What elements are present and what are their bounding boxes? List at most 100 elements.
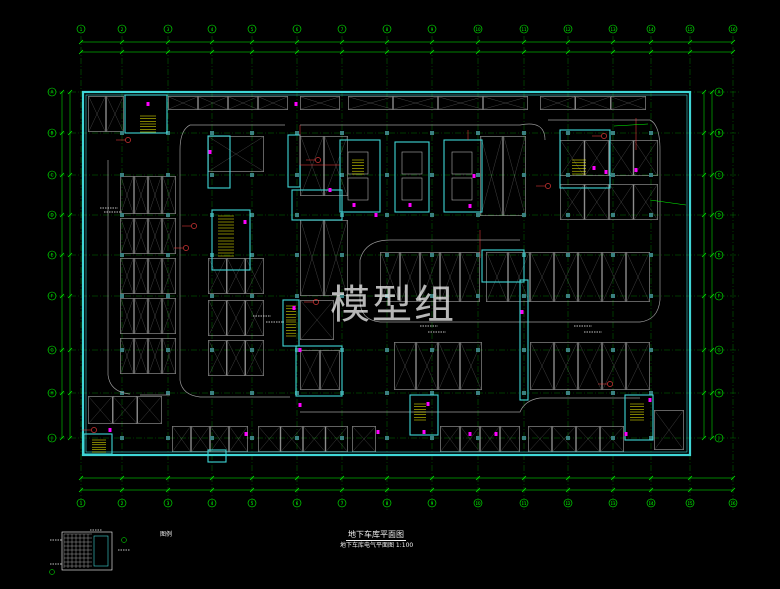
parking-bank	[300, 350, 340, 390]
parking-stall-hatch	[480, 136, 503, 216]
parking-stall-hatch	[120, 218, 134, 254]
dim-tick	[384, 475, 390, 481]
axis-bubble	[292, 498, 302, 508]
structural-column	[522, 131, 526, 135]
axis-label-row: H	[50, 391, 53, 396]
structural-column	[210, 348, 214, 352]
parking-stall-hatch	[227, 258, 245, 294]
parking-bank	[530, 252, 650, 302]
dim-tick	[59, 130, 65, 136]
dim-tick	[67, 172, 73, 178]
parking-stall	[148, 298, 162, 334]
dim-tick	[165, 475, 171, 481]
structural-column	[476, 348, 480, 352]
structural-column	[166, 131, 170, 135]
parking-stall-hatch	[576, 426, 600, 452]
parking-stall-hatch	[113, 396, 137, 424]
structural-column	[340, 294, 344, 298]
parking-bank	[440, 426, 520, 452]
parking-bank	[528, 426, 624, 452]
axis-label-col: 9	[431, 27, 434, 32]
structural-column	[210, 131, 214, 135]
axis-label-row: H	[717, 391, 720, 396]
structural-column	[611, 173, 615, 177]
parking-stall-hatch	[634, 184, 658, 220]
panel-box	[374, 213, 378, 217]
dim-tick	[209, 475, 215, 481]
parking-stall-hatch	[528, 426, 552, 452]
structural-column	[522, 436, 526, 440]
parking-bank	[208, 340, 264, 376]
parking-bank	[560, 184, 658, 220]
parking-stall-hatch	[460, 426, 480, 452]
parking-stall-hatch	[162, 258, 176, 294]
core-room	[287, 134, 301, 188]
dim-tick	[165, 487, 171, 493]
parking-stall	[198, 96, 228, 110]
structural-column	[166, 173, 170, 177]
parking-stall	[120, 218, 134, 254]
axis-bubble	[646, 498, 656, 508]
parking-stall-hatch	[480, 426, 500, 452]
dim-tick	[339, 39, 345, 45]
dim-tick	[59, 212, 65, 218]
dim-tick	[67, 390, 73, 396]
axis-label-row: D	[717, 213, 720, 218]
core-room	[124, 94, 168, 134]
axis-bubble	[337, 24, 347, 34]
structural-column	[166, 348, 170, 352]
core-room	[83, 433, 113, 455]
legend-axis-bubble	[121, 537, 127, 543]
structural-column	[476, 173, 480, 177]
axis-label-col: 6	[296, 27, 299, 32]
structural-column	[649, 348, 653, 352]
axis-label-row: E	[718, 253, 721, 258]
parking-bank	[88, 96, 124, 132]
structural-column	[430, 391, 434, 395]
parking-bank	[380, 252, 480, 302]
parking-stall	[552, 426, 576, 452]
parking-stall-hatch	[208, 136, 264, 172]
parking-stall	[609, 184, 634, 220]
parking-stall	[400, 252, 420, 302]
dim-tick	[78, 49, 84, 55]
parking-stall-hatch	[246, 258, 264, 294]
dim-tick	[249, 39, 255, 45]
parking-bank	[560, 140, 658, 176]
axis-label-col: 4	[211, 27, 214, 32]
stair	[414, 403, 426, 421]
stair	[286, 321, 296, 337]
panel-box	[298, 403, 302, 407]
structural-column	[120, 348, 124, 352]
parking-stall	[162, 298, 176, 334]
parking-stall-hatch	[300, 220, 324, 296]
axis-label-row: B	[718, 131, 721, 136]
dim-tick	[730, 475, 736, 481]
structural-column	[611, 131, 615, 135]
panel-box	[352, 203, 356, 207]
parking-stall-hatch	[162, 176, 176, 214]
structural-column	[611, 294, 615, 298]
parking-bank	[486, 252, 530, 302]
structural-column	[649, 131, 653, 135]
parking-stall	[320, 350, 340, 390]
structural-column	[566, 391, 570, 395]
parking-stall	[162, 338, 176, 374]
parking-stall-hatch	[88, 96, 106, 132]
stair	[92, 439, 106, 453]
parking-stall-hatch	[554, 342, 578, 390]
callout-marker	[545, 183, 551, 189]
structural-column	[385, 253, 389, 257]
parking-stall	[148, 258, 162, 294]
axis-label-row: E	[51, 253, 54, 258]
dim-tick	[475, 475, 481, 481]
dim-tick	[730, 487, 736, 493]
parking-stall	[229, 426, 248, 452]
structural-column	[649, 213, 653, 217]
parking-bank	[208, 300, 264, 336]
structural-column	[295, 391, 299, 395]
parking-stall-hatch	[168, 96, 198, 110]
structural-column	[566, 213, 570, 217]
parking-stall-hatch	[324, 220, 348, 296]
parking-stall	[134, 218, 148, 254]
